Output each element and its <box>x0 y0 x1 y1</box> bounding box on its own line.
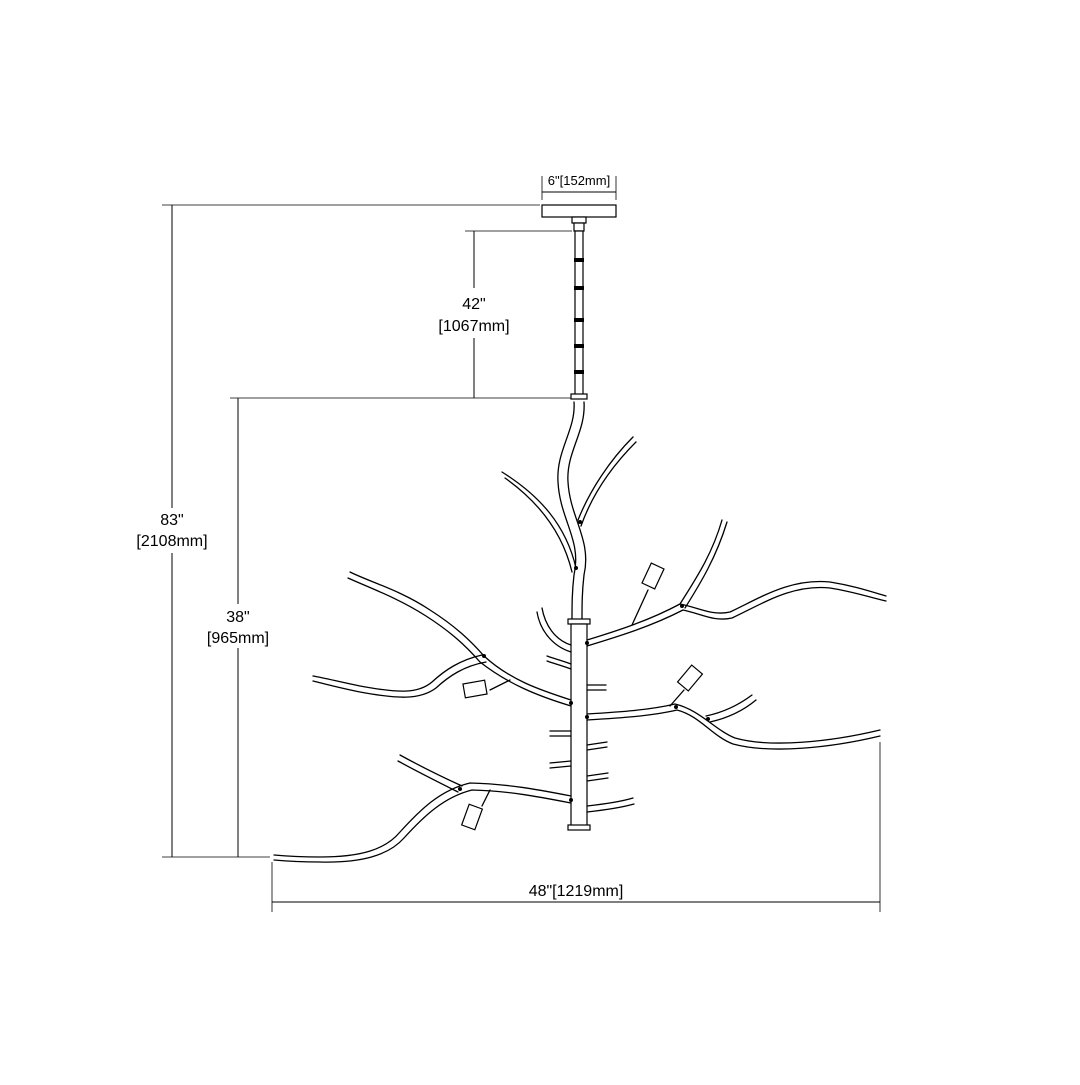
canopy-width-dimension: 6"[152mm] <box>541 173 617 200</box>
center-body <box>567 618 591 831</box>
right-upper-socket <box>631 562 665 626</box>
overall-height-dimension: 83" [2108mm] <box>136 204 540 858</box>
body-height-label: 38" <box>226 609 249 626</box>
left-branches <box>273 571 573 863</box>
canopy-width-label: 6"[152mm] <box>548 173 610 188</box>
body-height-mm-label: [965mm] <box>207 630 269 647</box>
rod-length-dimension: 42" [1067mm] <box>438 230 572 398</box>
overall-width-dimension: 48"[1219mm] <box>271 742 881 912</box>
overall-height-label: 83" <box>160 512 183 529</box>
canopy <box>541 204 617 232</box>
down-rod <box>570 230 588 400</box>
overall-width-label: 48"[1219mm] <box>529 883 624 900</box>
right-middle-socket <box>669 664 704 707</box>
rod-length-mm-label: [1067mm] <box>438 318 509 335</box>
overall-height-mm-label: [2108mm] <box>136 533 207 550</box>
body-height-dimension: 38" [965mm] <box>207 397 574 857</box>
upper-stem <box>501 401 637 621</box>
left-upper-socket <box>462 679 511 699</box>
rod-length-label: 42" <box>462 296 485 313</box>
right-branches <box>585 519 887 813</box>
left-lower-socket <box>460 789 491 831</box>
